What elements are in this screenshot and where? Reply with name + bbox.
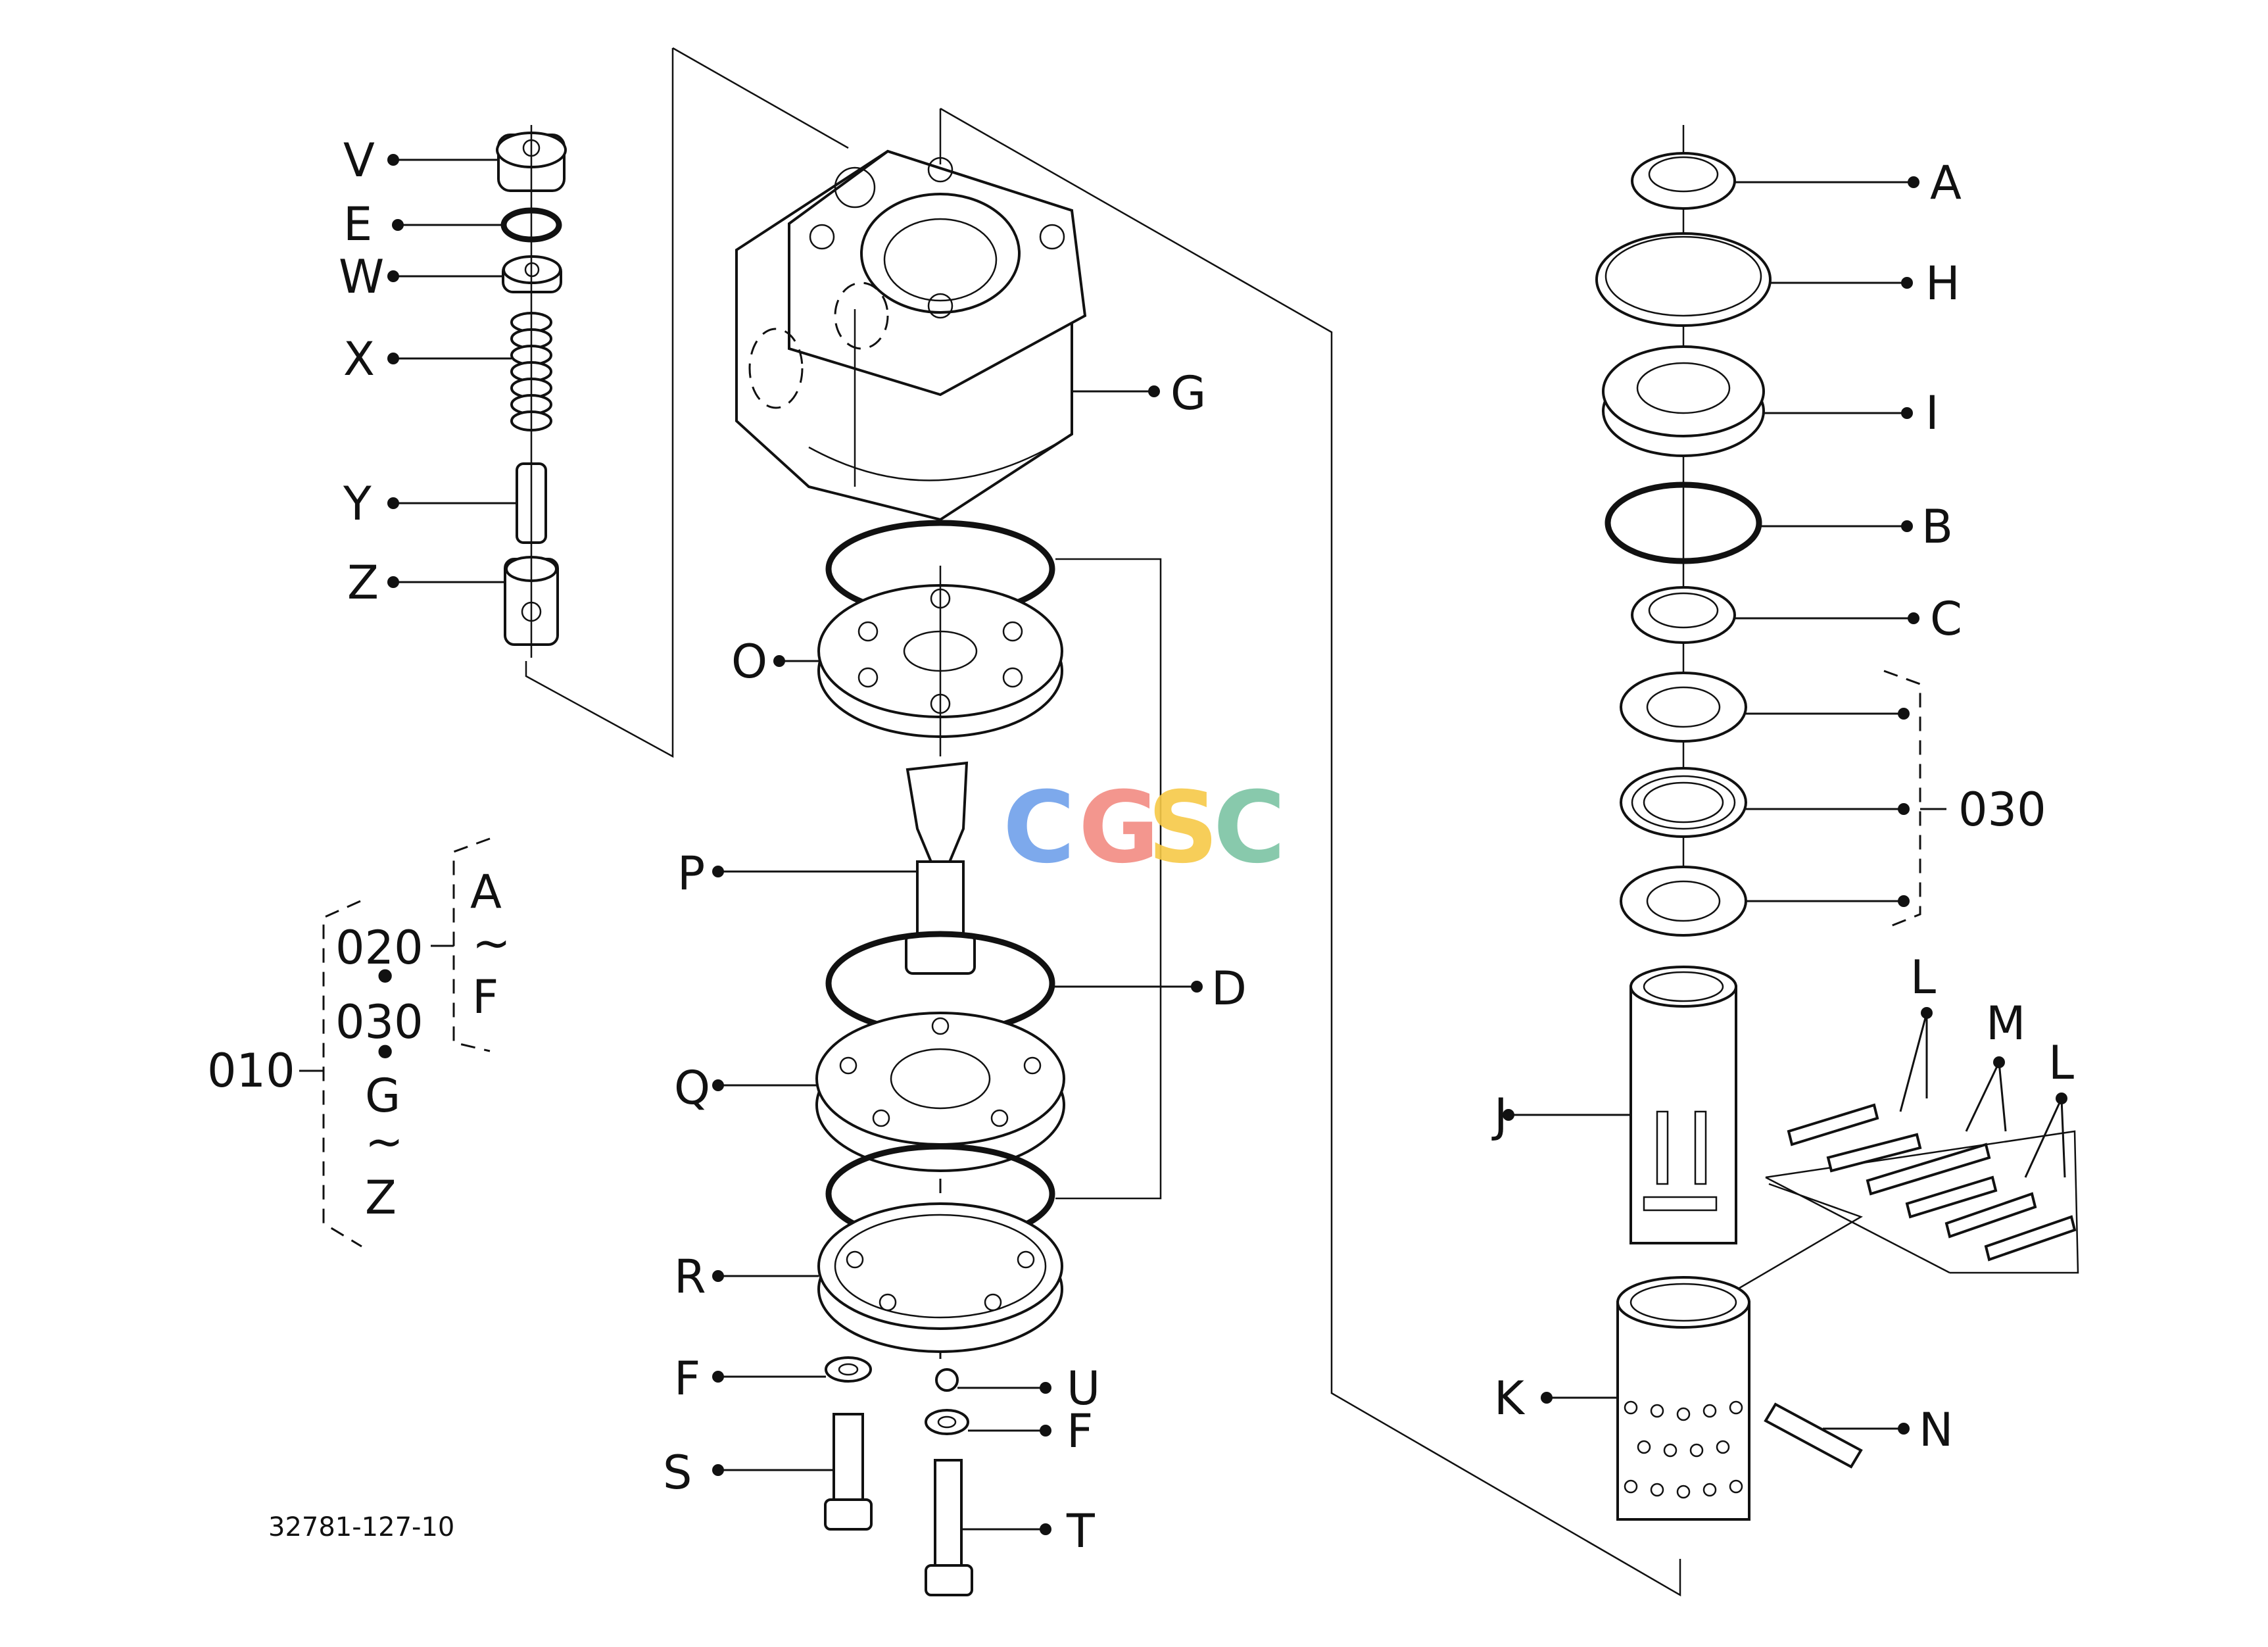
label-t: T bbox=[1066, 1504, 1095, 1558]
label-s: S bbox=[663, 1446, 692, 1500]
label-c: C bbox=[1930, 592, 1962, 646]
label-b: B bbox=[1921, 500, 1953, 554]
label-i: I bbox=[1925, 386, 1939, 440]
label-w: W bbox=[339, 250, 384, 304]
center-stack bbox=[815, 520, 1065, 1353]
fasteners bbox=[824, 1356, 973, 1596]
spool-and-sleeve bbox=[1616, 966, 2077, 1521]
part-030-race-lower bbox=[1620, 866, 1747, 937]
watermark-logo: C G S C bbox=[1003, 771, 1286, 885]
part-030-needle-bearing bbox=[1620, 767, 1747, 838]
part-p-drive-shaft bbox=[905, 761, 976, 975]
part-u-ball bbox=[935, 1368, 959, 1392]
part-030-race-upper bbox=[1620, 672, 1747, 743]
part-b-o-ring bbox=[1604, 481, 1762, 564]
label-sub-030: 030 bbox=[335, 995, 423, 1049]
watermark-letter-1: C bbox=[1003, 771, 1075, 885]
label-n: N bbox=[1919, 1403, 1953, 1457]
spring-plates bbox=[1787, 1103, 2077, 1262]
part-c-seal bbox=[1631, 586, 1736, 644]
label-a: A bbox=[1930, 156, 1962, 210]
label-q: Q bbox=[674, 1061, 710, 1115]
label-k: K bbox=[1494, 1371, 1526, 1425]
label-u: U bbox=[1067, 1362, 1100, 1415]
label-r: R bbox=[674, 1250, 706, 1304]
label-sub-g: G bbox=[365, 1069, 400, 1123]
label-030-group: 030 bbox=[1958, 783, 2046, 837]
part-g-housing bbox=[735, 149, 1087, 522]
label-j: J bbox=[1491, 1089, 1508, 1143]
label-sub-020: 020 bbox=[335, 921, 423, 975]
watermark-letter-4: C bbox=[1213, 771, 1286, 885]
label-sub-tilde-1: ~ bbox=[472, 916, 511, 970]
part-f-washer-right bbox=[925, 1409, 969, 1435]
part-n-pin bbox=[1764, 1402, 1863, 1469]
part-a-seal bbox=[1631, 152, 1736, 210]
relief-valve-assembly bbox=[496, 125, 567, 658]
part-f-washer-left bbox=[825, 1356, 872, 1383]
label-f-right: F bbox=[1067, 1404, 1093, 1458]
part-l-spring-left-1 bbox=[1787, 1103, 1879, 1146]
part-q-gerotor bbox=[815, 1012, 1065, 1172]
label-o: O bbox=[731, 635, 767, 689]
label-z: Z bbox=[347, 556, 379, 610]
label-y: Y bbox=[343, 477, 372, 531]
label-sub-z: Z bbox=[365, 1171, 397, 1225]
part-l-spring-right-2 bbox=[1984, 1215, 2077, 1262]
label-bullet-2: • bbox=[372, 1026, 398, 1080]
part-h-snap-ring bbox=[1595, 232, 1772, 327]
label-l-right: L bbox=[2048, 1036, 2074, 1090]
part-l-spring-left-2 bbox=[1826, 1133, 1922, 1173]
label-e: E bbox=[343, 197, 372, 251]
label-g: G bbox=[1170, 366, 1206, 420]
watermark-letter-2: G bbox=[1078, 771, 1159, 885]
label-d: D bbox=[1211, 962, 1247, 1016]
label-f-left: F bbox=[674, 1352, 700, 1406]
label-p: P bbox=[677, 847, 705, 900]
label-v: V bbox=[343, 134, 375, 187]
part-l-spring-right-1 bbox=[1944, 1192, 2037, 1239]
label-main-010: 010 bbox=[207, 1044, 295, 1098]
assembly-brackets bbox=[299, 837, 491, 1248]
label-bullet-1: • bbox=[372, 950, 398, 1004]
label-h: H bbox=[1925, 257, 1960, 310]
leader-lines bbox=[387, 154, 2067, 1535]
part-m-spring-1 bbox=[1866, 1143, 1991, 1196]
part-t-bolt bbox=[934, 1459, 963, 1573]
watermark-letter-3: S bbox=[1147, 771, 1218, 885]
part-s-bolt bbox=[832, 1413, 864, 1508]
label-m: M bbox=[1986, 996, 2025, 1050]
part-j-spool bbox=[1629, 966, 1737, 1244]
part-labels: V E W X Y Z O P Q R F S U F T G D A H I … bbox=[207, 134, 2074, 1558]
label-sub-tilde-2: ~ bbox=[365, 1115, 404, 1169]
label-l-left: L bbox=[1910, 950, 1936, 1004]
part-m-spring-2 bbox=[1905, 1175, 1998, 1219]
part-k-sleeve bbox=[1616, 1276, 1750, 1521]
part-r-end-cap bbox=[817, 1202, 1063, 1353]
label-x: X bbox=[343, 332, 375, 386]
right-column-parts bbox=[1595, 152, 1921, 937]
drawing-number: 32781-127-10 bbox=[268, 1512, 454, 1542]
label-sub-a: A bbox=[470, 865, 502, 919]
label-sub-f: F bbox=[472, 970, 498, 1024]
